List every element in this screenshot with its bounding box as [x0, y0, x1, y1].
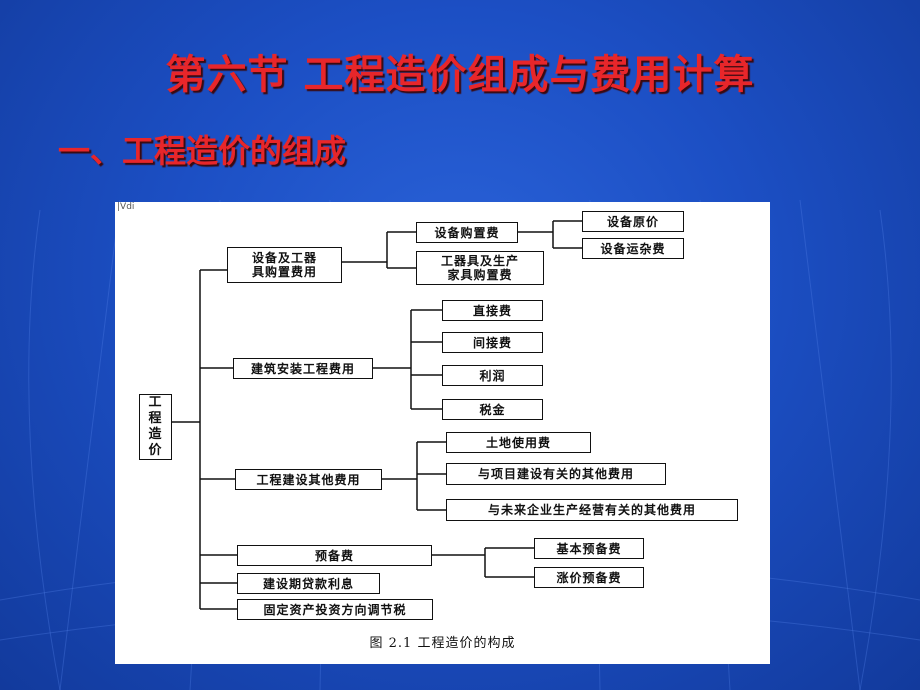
node-land-use-fee: 土地使用费: [446, 432, 591, 453]
node-basic-reserve: 基本预备费: [534, 538, 644, 559]
cost-composition-diagram: |Vdi: [115, 202, 770, 664]
node-equipment-transport: 设备运杂费: [582, 238, 684, 259]
figure-caption: 图 2.1 工程造价的构成: [369, 636, 516, 651]
node-future-enterprise-cost: 与未来企业生产经营有关的其他费用: [446, 499, 738, 521]
node-equipment-original-price: 设备原价: [582, 211, 684, 232]
node-equipment-tool-purchase: 设备及工器 具购置费用: [227, 247, 342, 283]
node-tax: 税金: [442, 399, 543, 420]
connector-lines: [172, 220, 582, 610]
node-reserve-fund: 预备费: [237, 545, 432, 566]
node-profit: 利润: [442, 365, 543, 386]
node-tools-furniture-purchase: 工器具及生产 家具购置费: [416, 251, 544, 285]
node-other-construction-cost: 工程建设其他费用: [235, 469, 382, 490]
node-engineering-cost: 工 程 造 价: [139, 394, 172, 460]
node-price-rise-reserve: 涨价预备费: [534, 567, 644, 588]
node-direct-cost: 直接费: [442, 300, 543, 321]
slide-subtitle: 一、工程造价的组成: [58, 132, 347, 170]
node-project-related-cost: 与项目建设有关的其他费用: [446, 463, 666, 485]
node-indirect-cost: 间接费: [442, 332, 543, 353]
node-construction-installation: 建筑安装工程费用: [233, 358, 373, 379]
node-equipment-purchase: 设备购置费: [416, 222, 518, 243]
node-fixed-asset-tax: 固定资产投资方向调节税: [237, 599, 433, 620]
slide-title: 第六节 工程造价组成与费用计算: [165, 51, 755, 98]
corner-mark: |Vdi: [117, 202, 135, 212]
node-loan-interest: 建设期贷款利息: [237, 573, 380, 594]
